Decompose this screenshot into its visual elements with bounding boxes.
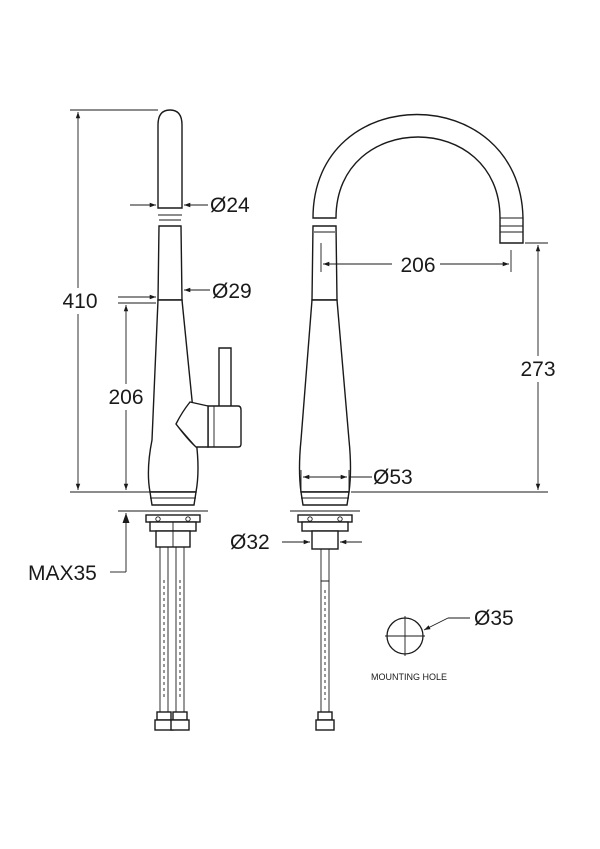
side-lever-handle	[175, 347, 242, 448]
front-view: 206 273 Ø53 Ø32	[230, 113, 562, 731]
dim-lever-height: 206	[108, 386, 143, 409]
front-mounting-nut	[297, 514, 353, 550]
dim-total-height: 410	[62, 290, 97, 313]
side-body	[147, 299, 199, 493]
front-shank-hose	[315, 548, 335, 731]
dim-spout-diameter-top: Ø24	[210, 194, 250, 217]
side-view: 410 Ø24 Ø29 206 MAX35	[28, 109, 252, 731]
dim-shank-diameter: Ø32	[230, 531, 270, 554]
dim-base-diameter: Ø53	[373, 466, 413, 489]
mounting-hole-label: MOUNTING HOLE	[371, 672, 447, 682]
front-spout-lower	[311, 225, 338, 301]
side-flexible-hoses	[154, 546, 190, 731]
dim-spout-outlet-height: 273	[520, 358, 555, 381]
side-base-flange	[149, 491, 197, 506]
dim-mounting-hole-diameter: Ø35	[474, 607, 514, 630]
side-spout-lower	[157, 225, 183, 301]
mounting-hole-detail: Ø35 MOUNTING HOLE	[371, 607, 514, 682]
front-gooseneck-spout	[312, 113, 524, 244]
front-body	[298, 299, 352, 493]
dim-spout-reach: 206	[400, 254, 435, 277]
side-mounting-nut	[145, 514, 201, 548]
side-spout-upper	[157, 109, 183, 209]
dim-max-deck-thickness: MAX35	[28, 562, 97, 585]
dim-spout-diameter-lower: Ø29	[212, 280, 252, 303]
front-base-flange	[300, 491, 350, 506]
